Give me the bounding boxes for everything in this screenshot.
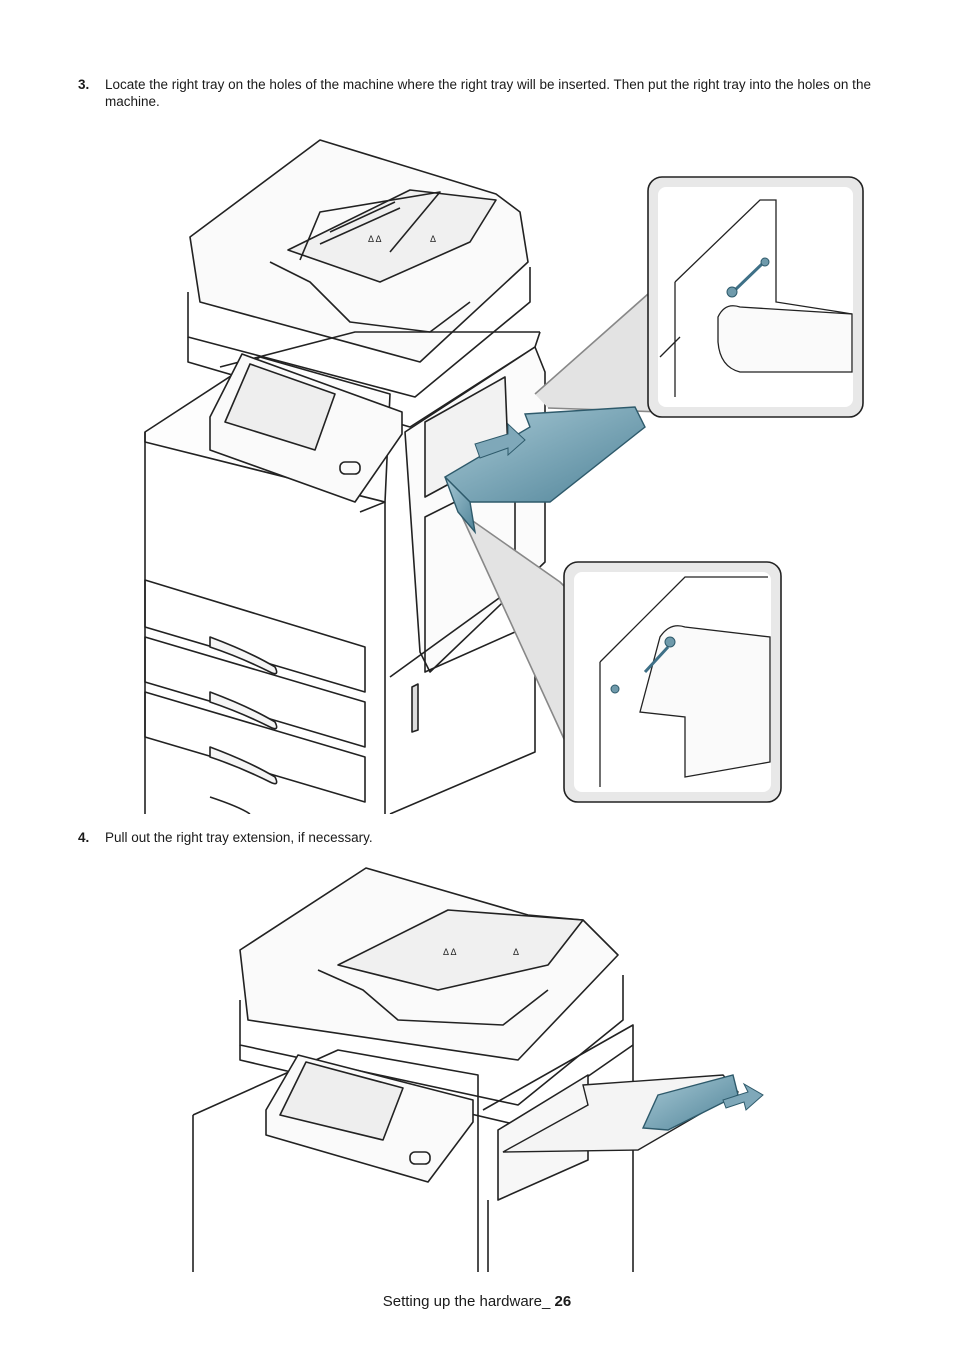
- step-text: Pull out the right tray extension, if ne…: [105, 830, 373, 845]
- page-footer: Setting up the hardware_ 26: [0, 1293, 954, 1310]
- step-4: 4. Pull out the right tray extension, if…: [78, 829, 878, 849]
- illustration-insert-right-tray: Δ Δ Δ: [140, 132, 870, 814]
- step-number: 4.: [78, 830, 90, 845]
- illustration-pull-tray-extension: Δ Δ Δ: [188, 860, 768, 1272]
- svg-text:Δ: Δ: [513, 947, 519, 957]
- svg-text:Δ Δ: Δ Δ: [368, 234, 382, 244]
- step-3: 3. Locate the right tray on the holes of…: [78, 76, 878, 112]
- page-number: 26: [554, 1293, 572, 1310]
- svg-text:Δ Δ: Δ Δ: [443, 947, 457, 957]
- svg-text:Δ: Δ: [430, 234, 436, 244]
- step-number: 3.: [78, 77, 90, 92]
- step-text: Locate the right tray on the holes of th…: [105, 77, 871, 109]
- footer-section: Setting up the hardware_: [382, 1293, 555, 1310]
